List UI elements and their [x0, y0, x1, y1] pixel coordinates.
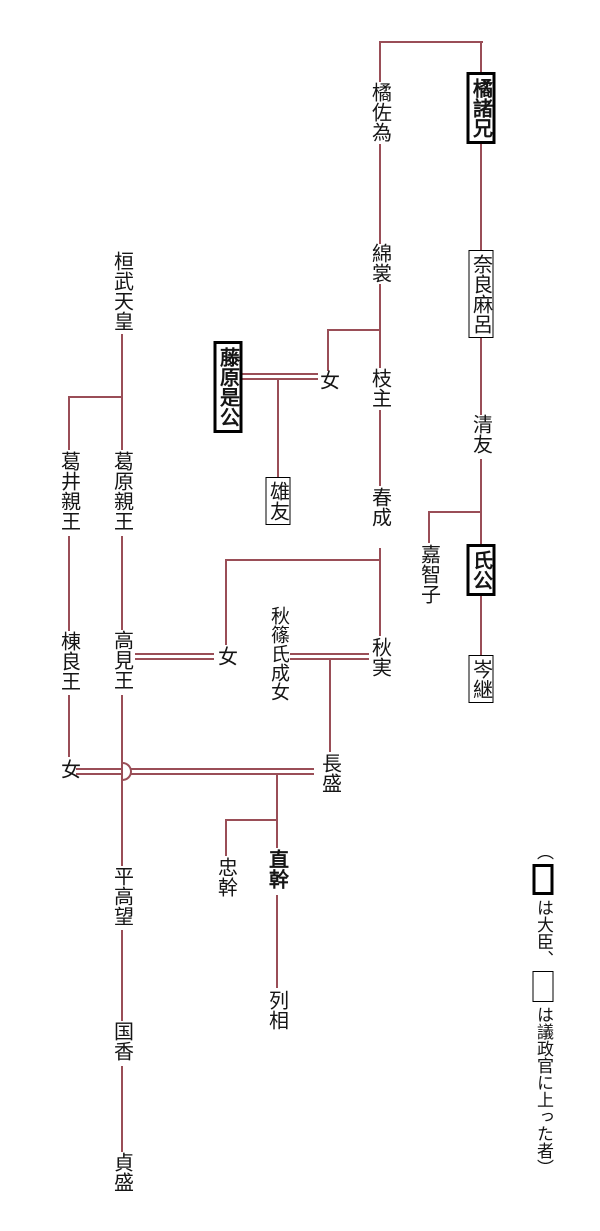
- person-kiyotomo: 清友: [469, 414, 494, 454]
- line-branch-takami-wife: [225, 559, 380, 561]
- line-harunari-to-akizane: [379, 548, 381, 636]
- line-korekimi-child-drop: [277, 379, 279, 477]
- legend: （ は大臣、は議政官に上った者）: [532, 843, 554, 1176]
- line-kazurawara-to-takami: [121, 536, 123, 630]
- marriage-nagamori-wife-left: [76, 768, 121, 775]
- line-takamochi-to-kunika: [121, 930, 123, 1021]
- line-naramaro-to-kiyotomo: [480, 336, 482, 415]
- councillor-box-glyph: [532, 971, 554, 1002]
- person-korekimi-wife: 女: [316, 370, 341, 390]
- line-sai-to-watamo: [379, 144, 381, 244]
- person-takami-wife: 女: [214, 646, 239, 666]
- person-tachibana-sai: 橘佐為: [368, 82, 393, 142]
- line-branch-kachiko: [428, 511, 481, 513]
- line-kunika-to-sadamori: [121, 1066, 123, 1152]
- line-ujikimi-to-minetsugu: [480, 591, 482, 656]
- person-watamo: 綿裳: [368, 243, 393, 283]
- person-fujiwara-korekimi: 藤原是公: [213, 341, 243, 433]
- line-drop-fujii: [68, 396, 70, 450]
- marriage-nagamori-wife-right: [131, 768, 314, 775]
- line-branch-fujii: [68, 396, 123, 398]
- person-akishino-daughter: 秋篠氏成女: [267, 606, 290, 701]
- line-muneyoshi-to-wife: [68, 695, 70, 757]
- line-drop-korekimi-wife: [327, 329, 329, 371]
- person-kachiko: 嘉智子: [417, 544, 442, 604]
- person-otomo: 雄友: [265, 477, 291, 525]
- person-muneyoshi-ou: 棟良王: [57, 631, 82, 691]
- line-branch-tadamoto: [225, 819, 278, 821]
- person-minetsugu: 岑継: [468, 655, 494, 703]
- line-fujii-to-muneyoshi: [68, 536, 70, 631]
- line-kanmu-to-kazurawara: [121, 334, 123, 450]
- legend-councillor-label: は議政官に上った者）: [533, 1006, 553, 1176]
- person-sadamori: 貞盛: [110, 1152, 135, 1192]
- marriage-takami-wife: [135, 653, 214, 660]
- legend-open-paren: （: [533, 843, 553, 860]
- line-branch-korekimi-wife: [327, 329, 380, 331]
- person-nagamori: 長盛: [318, 753, 343, 793]
- line-drop-kachiko: [428, 511, 430, 543]
- line-drop-naomoto: [276, 819, 278, 848]
- person-nagamori-wife: 女: [57, 759, 82, 779]
- legend-minister-label: は大臣、: [533, 899, 553, 967]
- person-emperor-kanmu: 桓武天皇: [110, 251, 135, 331]
- person-taira-takamochi: 平高望: [110, 866, 135, 926]
- person-akizane: 秋実: [368, 637, 393, 677]
- line-moroe-to-naramaro: [480, 141, 482, 251]
- marriage-akizane-akishino: [290, 653, 369, 660]
- line-edanushi-to-harunari: [379, 410, 381, 486]
- person-ressou: 列相: [265, 990, 290, 1030]
- line-crossing-hop: [121, 762, 132, 781]
- person-tadamoto: 忠幹: [214, 857, 239, 897]
- person-prince-kazurawara: 葛原親王: [110, 451, 135, 531]
- line-naomoto-to-ressou: [276, 895, 278, 988]
- person-edanushi: 枝主: [368, 368, 393, 408]
- person-kunika: 国香: [110, 1021, 135, 1061]
- person-naramaro: 奈良麻呂: [468, 250, 494, 338]
- person-ujikimi: 氏公: [466, 544, 496, 596]
- person-prince-fujii: 葛井親王: [57, 451, 82, 531]
- line-drop-tadamoto: [225, 819, 227, 856]
- line-kiyotomo-to-ujikimi: [480, 459, 482, 546]
- sibling-bracket-top: [380, 41, 483, 43]
- person-takami-ou: 高見王: [110, 630, 135, 690]
- person-naomoto: 直幹: [265, 849, 290, 889]
- line-akizane-child-drop: [329, 658, 331, 752]
- person-tachibana-moroe: 橘諸兄: [466, 72, 496, 144]
- person-harunari: 春成: [368, 487, 393, 527]
- marriage-korekimi-wife: [242, 373, 318, 380]
- line-nagamori-child-drop: [276, 773, 278, 820]
- line-drop-takami-wife: [225, 559, 227, 645]
- line-bracket-to-sai: [379, 41, 381, 82]
- line-watamo-to-edanushi: [379, 284, 381, 368]
- minister-box-glyph: [532, 864, 554, 895]
- line-bracket-to-moroe: [480, 41, 482, 73]
